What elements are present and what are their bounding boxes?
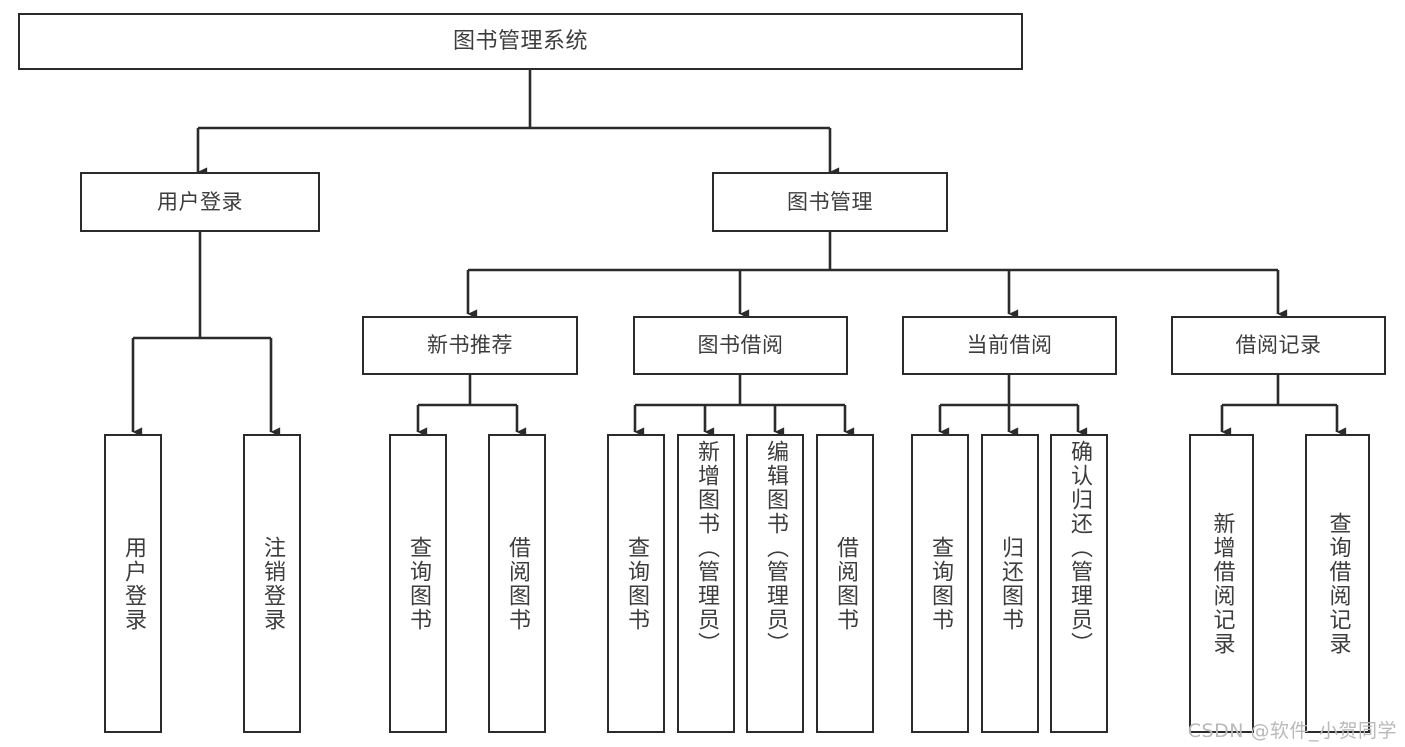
- node-borrow-record-label: 借阅记录: [1235, 333, 1322, 358]
- node-leaf-borrow-edit-label: 编辑图书（管理员）: [763, 440, 788, 656]
- node-leaf-user-login[interactable]: 用户登录: [104, 434, 162, 733]
- node-book-manage[interactable]: 图书管理: [712, 172, 948, 232]
- node-leaf-borrow-book[interactable]: 借阅图书: [816, 434, 874, 733]
- node-leaf-borrow-query[interactable]: 查询图书: [607, 434, 665, 733]
- node-leaf-newbook-query-label: 查询图书: [406, 535, 431, 632]
- node-leaf-borrow-add-label: 新增图书（管理员）: [694, 440, 719, 656]
- node-leaf-user-login-label: 用户登录: [121, 535, 146, 632]
- node-leaf-borrow-edit[interactable]: 编辑图书（管理员）: [746, 434, 804, 733]
- node-book-manage-label: 图书管理: [787, 189, 873, 214]
- node-leaf-current-query[interactable]: 查询图书: [911, 434, 969, 733]
- node-leaf-current-confirm[interactable]: 确认归还（管理员）: [1050, 434, 1108, 733]
- csdn-watermark: CSDN @软件_小贺同学: [1187, 720, 1397, 742]
- node-leaf-borrow-book-label: 借阅图书: [833, 535, 858, 632]
- node-leaf-record-add[interactable]: 新增借阅记录: [1189, 434, 1254, 733]
- node-leaf-logout[interactable]: 注销登录: [243, 434, 301, 733]
- node-root[interactable]: 图书管理系统: [18, 13, 1023, 70]
- node-leaf-newbook-borrow[interactable]: 借阅图书: [488, 434, 546, 733]
- node-leaf-current-query-label: 查询图书: [928, 535, 953, 632]
- node-root-label: 图书管理系统: [452, 28, 588, 54]
- node-leaf-record-query[interactable]: 查询借阅记录: [1305, 434, 1370, 733]
- node-user-login-label: 用户登录: [157, 189, 243, 214]
- node-leaf-newbook-query[interactable]: 查询图书: [389, 434, 447, 733]
- node-book-borrow[interactable]: 图书借阅: [633, 316, 848, 375]
- node-leaf-record-query-label: 查询借阅记录: [1325, 511, 1351, 656]
- node-current-borrow[interactable]: 当前借阅: [902, 316, 1117, 375]
- node-leaf-logout-label: 注销登录: [260, 535, 285, 632]
- node-new-book[interactable]: 新书推荐: [362, 316, 578, 375]
- node-leaf-current-confirm-label: 确认归还（管理员）: [1067, 440, 1092, 656]
- node-current-borrow-label: 当前借阅: [966, 333, 1053, 358]
- node-borrow-record[interactable]: 借阅记录: [1171, 316, 1386, 375]
- node-leaf-newbook-borrow-label: 借阅图书: [505, 535, 530, 632]
- node-leaf-record-add-label: 新增借阅记录: [1209, 511, 1235, 656]
- node-leaf-borrow-add[interactable]: 新增图书（管理员）: [677, 434, 735, 733]
- node-new-book-label: 新书推荐: [427, 333, 513, 358]
- node-user-login[interactable]: 用户登录: [80, 172, 320, 232]
- node-book-borrow-label: 图书借阅: [697, 333, 784, 358]
- node-leaf-current-return-label: 归还图书: [998, 535, 1023, 632]
- node-leaf-current-return[interactable]: 归还图书: [981, 434, 1039, 733]
- node-leaf-borrow-query-label: 查询图书: [624, 535, 649, 632]
